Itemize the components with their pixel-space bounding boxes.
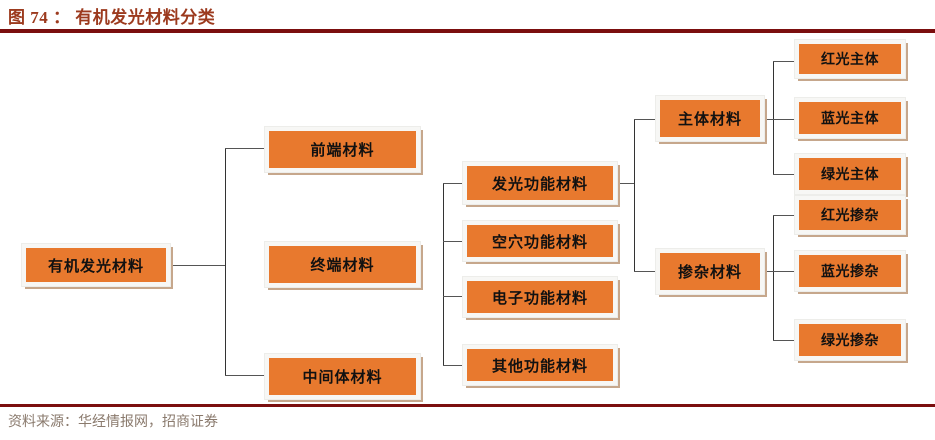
- connector-to-dopant-green: [773, 340, 795, 341]
- node-green-host[interactable]: 绿光主体: [794, 153, 906, 195]
- node-intermediate-material[interactable]: 中间体材料: [264, 353, 421, 400]
- connector-to-intermediate: [225, 375, 265, 376]
- node-front-end-material[interactable]: 前端材料: [264, 126, 421, 173]
- node-host-material[interactable]: 主体材料: [655, 95, 765, 142]
- connector-to-host-blue: [773, 119, 795, 120]
- connector-emissive-stub: [617, 183, 635, 184]
- connector-level4-spine: [634, 119, 635, 271]
- page-title: 图 74 ： 有机发光材料分类: [8, 8, 216, 27]
- node-blue-dopant[interactable]: 蓝光掺杂: [794, 250, 906, 292]
- header-divider: [0, 29, 935, 33]
- node-electron-functional-material[interactable]: 电子功能材料: [462, 276, 618, 318]
- node-dopant-material[interactable]: 掺杂材料: [655, 248, 765, 295]
- figure-header: 图 74 ： 有机发光材料分类: [0, 0, 935, 34]
- node-emissive-functional-material[interactable]: 发光功能材料: [462, 161, 618, 205]
- connector-to-dopant-blue: [773, 271, 795, 272]
- node-blue-host[interactable]: 蓝光主体: [794, 97, 906, 139]
- figure-source-note: 资料来源：华经情报网，招商证券: [8, 415, 218, 430]
- node-red-host[interactable]: 红光主体: [794, 39, 906, 79]
- connector-root-stub: [170, 265, 225, 266]
- node-terminal-material[interactable]: 终端材料: [264, 241, 421, 288]
- node-other-functional-material[interactable]: 其他功能材料: [462, 344, 618, 386]
- node-green-dopant[interactable]: 绿光掺杂: [794, 319, 906, 361]
- connector-to-front: [225, 148, 265, 149]
- connector-to-dopant-red: [773, 215, 795, 216]
- node-red-dopant[interactable]: 红光掺杂: [794, 195, 906, 235]
- connector-to-dopant: [634, 271, 656, 272]
- connector-level3-spine: [443, 183, 444, 365]
- node-root-organic-light-emitting-material[interactable]: 有机发光材料: [21, 243, 171, 287]
- connector-to-host-red: [773, 61, 795, 62]
- connector-to-emissive: [443, 183, 463, 184]
- connector-to-hole: [443, 241, 463, 242]
- connector-to-host: [634, 119, 656, 120]
- org-chart-diagram: 有机发光材料 前端材料 终端材料 中间体材料 发光功能材料 空穴功能材料 电子功…: [0, 34, 935, 404]
- footer-divider: [0, 404, 935, 407]
- connector-to-other: [443, 365, 463, 366]
- connector-to-host-green: [773, 174, 795, 175]
- connector-dopant-spine: [773, 215, 774, 340]
- connector-level2-spine: [225, 148, 226, 376]
- connector-to-electron: [443, 296, 463, 297]
- connector-host-spine: [773, 61, 774, 174]
- node-hole-functional-material[interactable]: 空穴功能材料: [462, 220, 618, 262]
